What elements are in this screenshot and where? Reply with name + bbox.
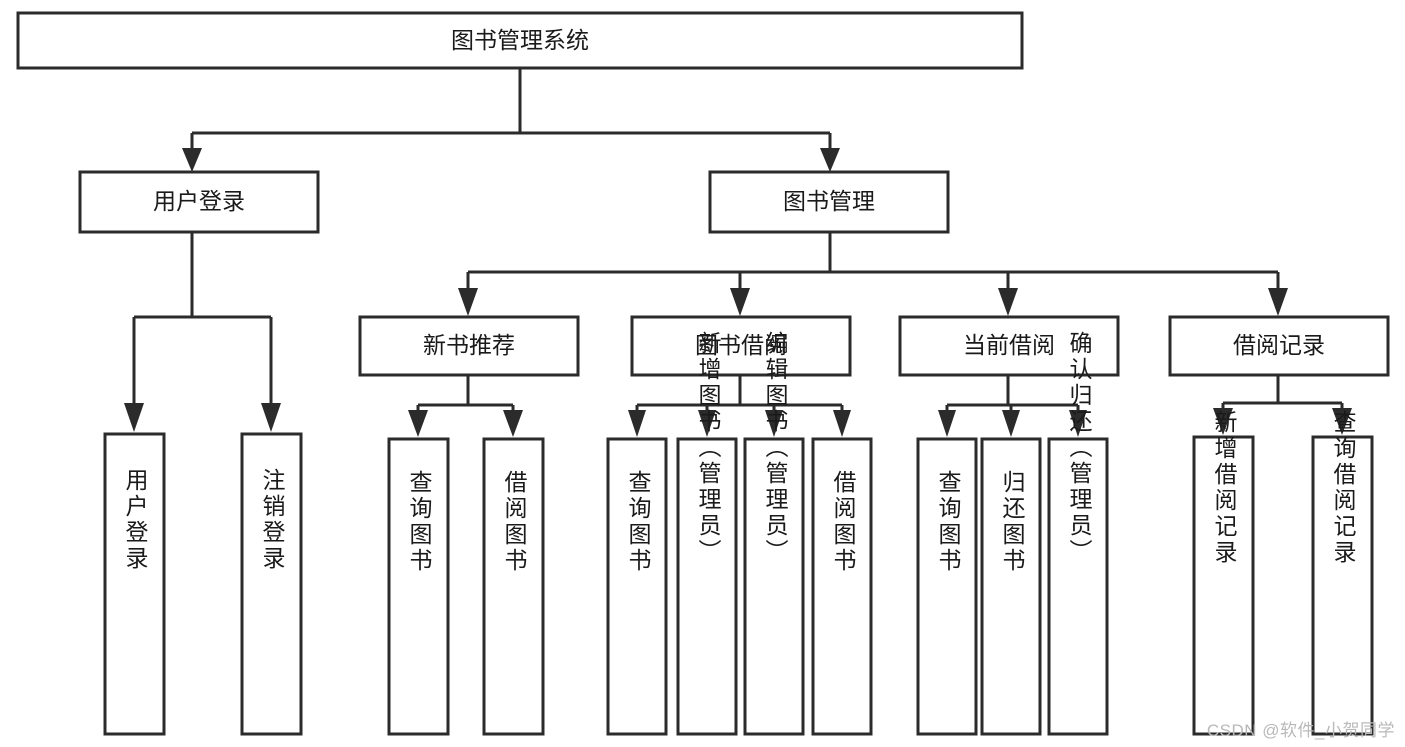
node-leaf-confirm-return-box[interactable]: [1047, 437, 1109, 736]
node-new-book-recommend-box[interactable]: [358, 315, 580, 377]
arrow-head-leaf-confirm-return: [1069, 410, 1087, 437]
node-current-borrow-box[interactable]: [898, 315, 1120, 377]
node-leaf-query-book-3-label: 查询图书: [935, 470, 962, 574]
arrow-head-leaf-query-book-2: [628, 410, 646, 437]
node-root[interactable]: 图书管理系统: [16, 11, 1024, 70]
node-new-book-recommend[interactable]: 新书推荐: [358, 315, 580, 377]
node-new-book-recommend-label: 新书推荐: [423, 332, 515, 358]
node-root-box[interactable]: [16, 11, 1024, 70]
node-leaf-user-logout-label: 注销登录: [259, 468, 286, 572]
node-leaf-confirm-return[interactable]: 确认归还（管理员）: [1047, 331, 1109, 736]
node-leaf-borrow-book-2-box[interactable]: [811, 437, 873, 736]
node-user-login-box[interactable]: [78, 170, 320, 234]
node-leaf-query-book-2-box[interactable]: [606, 437, 668, 736]
node-leaf-user-logout-box[interactable]: [240, 432, 303, 736]
node-leaf-user-login-box[interactable]: [103, 432, 166, 736]
arrow-head-leaf-return-book: [1002, 410, 1020, 437]
node-current-borrow[interactable]: 当前借阅: [898, 315, 1120, 377]
node-leaf-query-record-box[interactable]: [1311, 435, 1374, 736]
node-leaf-query-book-3[interactable]: 查询图书: [916, 437, 978, 736]
arrow-head-new-book-recommend: [458, 288, 478, 316]
arrow-head-leaf-edit-book: [765, 410, 783, 437]
node-borrow-record-label: 借阅记录: [1233, 332, 1325, 358]
node-leaf-add-book-label: 新增图书（管理员）: [695, 331, 722, 565]
node-root-label: 图书管理系统: [451, 27, 589, 53]
node-leaf-query-book-3-box[interactable]: [916, 437, 978, 736]
node-current-borrow-label: 当前借阅: [963, 332, 1055, 358]
arrow-head-book-manage: [820, 148, 840, 172]
arrow-head-book-borrow: [730, 288, 750, 316]
node-leaf-edit-book[interactable]: 编辑图书（管理员）: [743, 331, 805, 736]
node-leaf-borrow-book-1-box[interactable]: [482, 437, 545, 736]
node-leaf-query-book-2[interactable]: 查询图书: [606, 437, 668, 736]
node-book-borrow-box[interactable]: [630, 315, 852, 377]
node-leaf-edit-book-label: 编辑图书（管理员）: [762, 331, 789, 565]
node-book-manage-box[interactable]: [708, 170, 950, 234]
arrow-head-current-borrow: [998, 288, 1018, 316]
node-leaf-add-book-box[interactable]: [676, 437, 738, 736]
node-leaf-confirm-return-label: 确认归还（管理员）: [1066, 331, 1093, 565]
arrow-head-leaf-borrow-book-1: [503, 410, 523, 437]
node-leaf-edit-book-box[interactable]: [743, 437, 805, 736]
node-book-manage[interactable]: 图书管理: [708, 170, 950, 234]
arrow-head-leaf-add-book: [698, 410, 716, 437]
connector-layer: [124, 68, 1352, 437]
arrow-head-leaf-query-record: [1332, 408, 1352, 435]
node-leaf-borrow-book-1[interactable]: 借阅图书: [482, 437, 545, 736]
node-leaf-add-record-label: 新增借阅记录: [1211, 410, 1238, 566]
node-leaf-query-book-2-label: 查询图书: [625, 470, 652, 574]
node-leaf-borrow-book-1-label: 借阅图书: [501, 470, 528, 574]
node-leaf-user-login-label: 用户登录: [122, 468, 149, 572]
arrow-head-leaf-user-login: [124, 403, 144, 432]
node-leaf-query-book-1-box[interactable]: [387, 437, 450, 736]
node-leaf-return-book-label: 归还图书: [999, 470, 1026, 574]
node-leaf-borrow-book-2[interactable]: 借阅图书: [811, 437, 873, 736]
node-book-borrow-label: 图书借阅: [695, 332, 787, 358]
node-borrow-record-box[interactable]: [1168, 315, 1390, 377]
node-user-login-label: 用户登录: [153, 188, 245, 214]
arrow-head-leaf-add-record: [1213, 408, 1233, 435]
node-leaf-add-record[interactable]: 新增借阅记录: [1192, 410, 1255, 736]
node-leaf-return-book-box[interactable]: [980, 437, 1042, 736]
arrow-head-leaf-borrow-book-2: [833, 410, 851, 437]
node-book-manage-label: 图书管理: [783, 188, 875, 214]
csdn-watermark: CSDN @软件_小贺同学: [1206, 721, 1395, 740]
node-leaf-add-record-box[interactable]: [1192, 435, 1255, 736]
node-leaf-query-record[interactable]: 查询借阅记录: [1311, 410, 1374, 736]
node-leaf-borrow-book-2-label: 借阅图书: [830, 470, 857, 574]
arrow-head-leaf-query-book-3: [938, 410, 956, 437]
node-leaf-return-book[interactable]: 归还图书: [980, 437, 1042, 736]
arrow-head-user-login: [182, 148, 202, 172]
node-leaf-query-record-label: 查询借阅记录: [1330, 410, 1357, 566]
node-leaf-query-book-1[interactable]: 查询图书: [387, 437, 450, 736]
arrow-head-leaf-query-book-1: [408, 410, 428, 437]
node-book-borrow[interactable]: 图书借阅: [630, 315, 852, 377]
node-leaf-user-login[interactable]: 用户登录: [103, 432, 166, 736]
arrow-head-borrow-record: [1268, 288, 1288, 316]
node-borrow-record[interactable]: 借阅记录: [1168, 315, 1390, 377]
arrow-head-leaf-user-logout: [261, 403, 281, 432]
node-leaf-query-book-1-label: 查询图书: [406, 470, 433, 574]
node-leaf-add-book[interactable]: 新增图书（管理员）: [676, 331, 738, 736]
node-leaf-user-logout[interactable]: 注销登录: [240, 432, 303, 736]
node-user-login[interactable]: 用户登录: [78, 170, 320, 234]
